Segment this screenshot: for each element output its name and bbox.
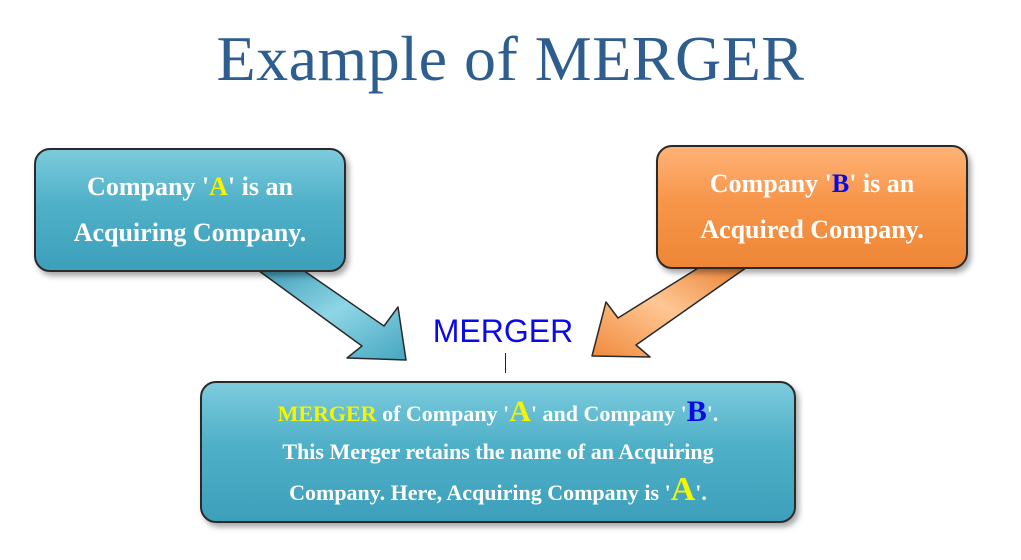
- arrow-a-to-merger: [254, 267, 407, 361]
- acquiring-company-box: Company 'A' is an Acquiring Company.: [34, 148, 346, 272]
- merged-line3: Company. Here, Acquiring Company is 'A'.: [289, 470, 707, 508]
- merged-line2: This Merger retains the name of an Acqui…: [282, 438, 714, 464]
- box-b-line2: Acquired Company.: [700, 215, 924, 244]
- merged-company-box: MERGER of Company 'A' and Company 'B'. T…: [200, 381, 796, 523]
- letter-b: B: [831, 169, 850, 198]
- letter-a: A: [209, 172, 228, 201]
- acquired-company-box: Company 'B' is an Acquired Company.: [656, 145, 968, 269]
- merged-letter-a2: A: [670, 470, 696, 508]
- diagram-title: Example of MERGER: [216, 23, 805, 94]
- merger-label: MERGER: [432, 313, 574, 349]
- box-b-line1: Company 'B' is an: [709, 169, 915, 198]
- arrow-b-to-merger: [591, 264, 751, 358]
- merged-line1: MERGER of Company 'A' and Company 'B'.: [277, 394, 719, 428]
- merged-letter-a: A: [509, 394, 531, 428]
- box-a-line2: Acquiring Company.: [73, 218, 307, 247]
- merged-letter-b: B: [686, 394, 707, 428]
- merger-connector-line: [505, 353, 506, 373]
- merger-keyword: MERGER: [277, 400, 377, 426]
- box-a-line1: Company 'A' is an: [87, 172, 293, 201]
